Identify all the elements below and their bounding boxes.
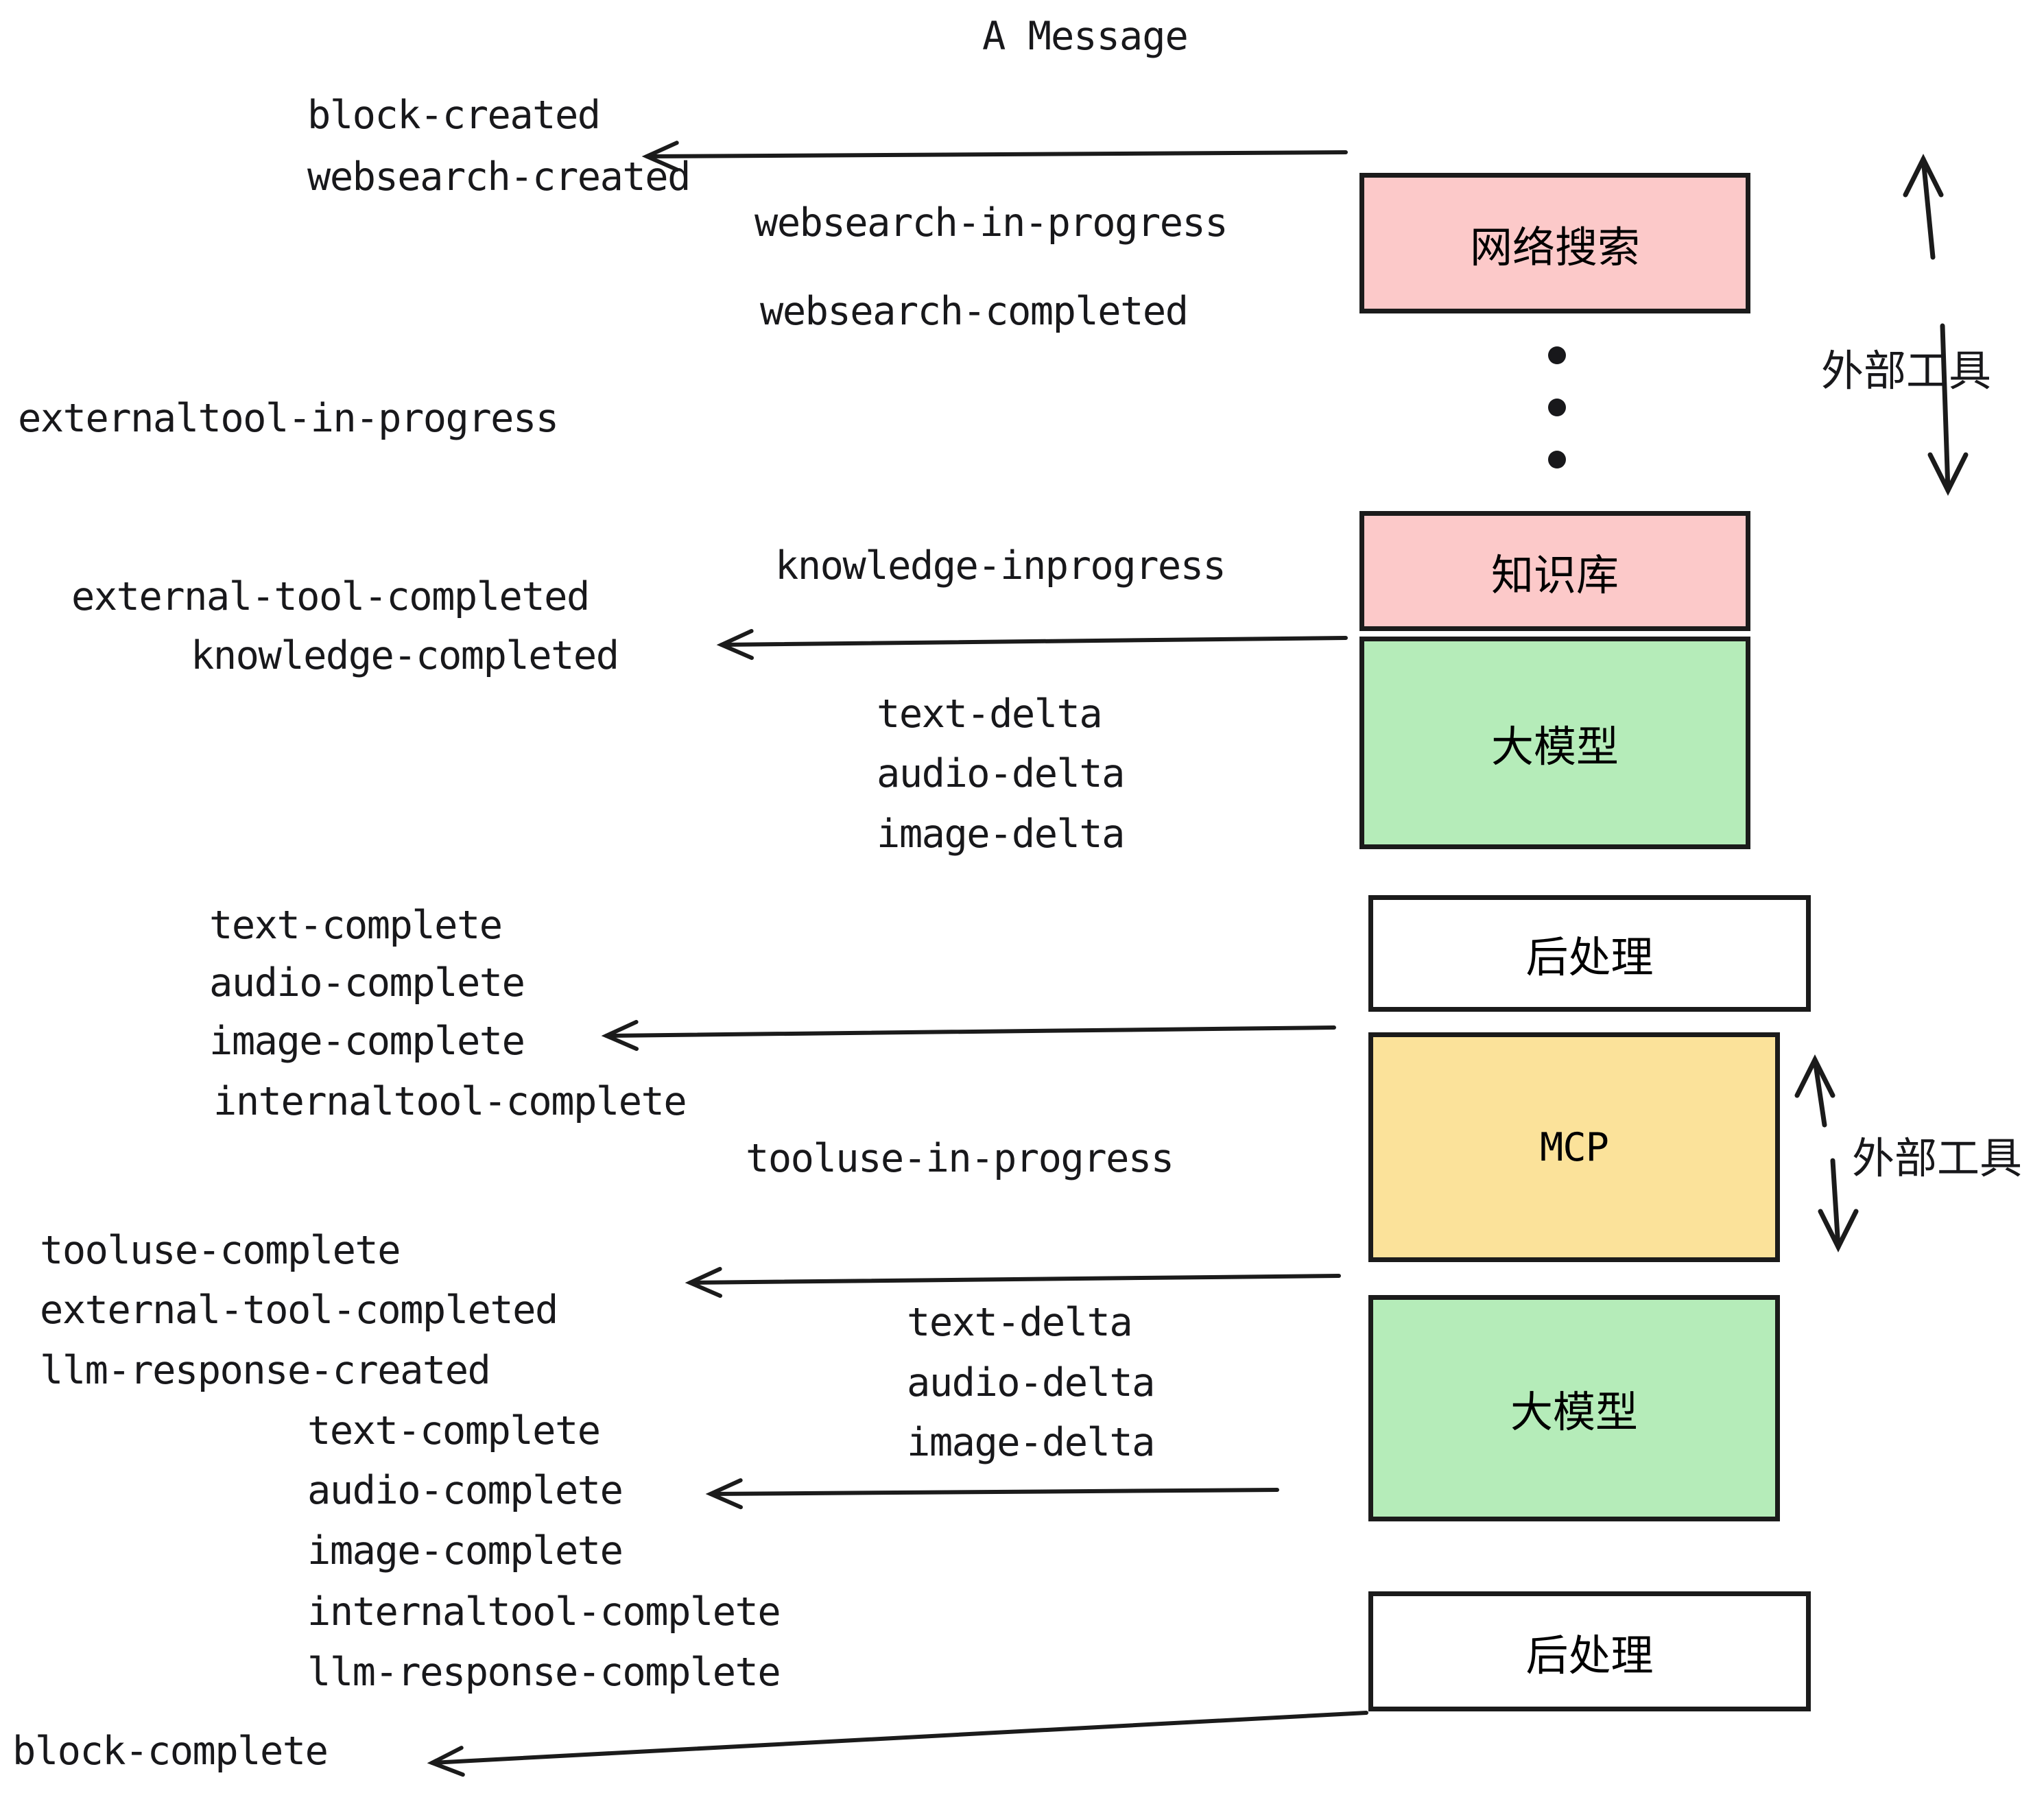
event-label-audio-complete-1: audio-complete bbox=[209, 960, 525, 1006]
node-label-llm-1: 大模型 bbox=[1490, 722, 1619, 772]
event-label-text-delta-2: text-delta bbox=[907, 1300, 1133, 1345]
event-label-audio-delta-1: audio-delta bbox=[877, 751, 1126, 796]
event-label-block-complete: block-complete bbox=[12, 1729, 329, 1774]
vertical-arrows bbox=[1794, 154, 1969, 1253]
side-label-ext-tool-top: 外部工具 bbox=[1821, 346, 1992, 396]
arrow-tooluse bbox=[685, 1266, 1341, 1298]
arrow-block-complete bbox=[427, 1711, 1368, 1777]
event-label-websearch-completed: websearch-completed bbox=[760, 289, 1189, 334]
ext-tool-down-2 bbox=[1818, 1158, 1859, 1253]
event-label-websearch-created: websearch-created bbox=[307, 154, 691, 200]
event-label-text-complete-1: text-complete bbox=[209, 903, 503, 948]
event-label-image-complete-2: image-complete bbox=[307, 1528, 623, 1574]
node-label-knowledge: 知识库 bbox=[1490, 549, 1619, 600]
ellipsis-dots bbox=[1548, 346, 1566, 468]
event-label-llm-response-complete: llm-response-complete bbox=[307, 1650, 781, 1695]
node-box-post-2: 后处理 bbox=[1368, 1591, 1811, 1711]
node-box-websearch: 网络搜索 bbox=[1359, 173, 1750, 313]
node-label-llm-2: 大模型 bbox=[1510, 1387, 1638, 1437]
event-label-websearch-in-progress: websearch-in-progress bbox=[754, 200, 1228, 246]
ext-tool-up-1 bbox=[1903, 154, 1944, 260]
event-label-image-delta-2: image-delta bbox=[907, 1420, 1156, 1465]
node-box-llm-1: 大模型 bbox=[1359, 637, 1750, 849]
dot-1 bbox=[1548, 346, 1566, 364]
node-box-knowledge: 知识库 bbox=[1359, 511, 1750, 631]
event-label-text-complete-2: text-complete bbox=[307, 1408, 601, 1453]
event-label-llm-response-created: llm-response-created bbox=[40, 1348, 491, 1393]
event-label-audio-complete-2: audio-complete bbox=[307, 1468, 623, 1513]
node-label-websearch: 网络搜索 bbox=[1469, 222, 1640, 272]
horizontal-arrows bbox=[427, 141, 1368, 1777]
event-label-knowledge-completed: knowledge-completed bbox=[191, 633, 619, 678]
dot-2 bbox=[1548, 399, 1566, 416]
side-label-ext-tool-bottom: 外部工具 bbox=[1852, 1133, 2023, 1183]
event-label-internaltool-complete-1: internaltool-complete bbox=[213, 1079, 687, 1124]
event-label-knowledge-inprogress: knowledge-inprogress bbox=[775, 543, 1226, 589]
event-label-block-created: block-created bbox=[307, 93, 601, 138]
arrow-block-created bbox=[641, 141, 1348, 172]
node-box-mcp: MCP bbox=[1368, 1032, 1780, 1262]
node-box-post-1: 后处理 bbox=[1368, 895, 1811, 1012]
node-box-llm-2: 大模型 bbox=[1368, 1295, 1780, 1521]
event-label-image-delta-1: image-delta bbox=[877, 811, 1126, 857]
ext-tool-up-2 bbox=[1794, 1054, 1835, 1128]
event-label-external-tool-completed: external-tool-completed bbox=[71, 574, 590, 619]
node-label-post-2: 后处理 bbox=[1525, 1630, 1654, 1681]
event-label-image-complete-1: image-complete bbox=[209, 1019, 525, 1064]
node-label-post-1: 后处理 bbox=[1525, 932, 1654, 982]
dot-3 bbox=[1548, 451, 1566, 468]
arrow-knowledge bbox=[716, 628, 1348, 661]
ext-tool-down-1 bbox=[1927, 323, 1969, 496]
event-label-external-tool-completed-2: external-tool-completed bbox=[40, 1287, 558, 1333]
event-label-externaltool-in-progress: externaltool-in-progress bbox=[18, 396, 559, 441]
arrow-audio-complete bbox=[705, 1478, 1279, 1510]
event-label-tooluse-in-progress: tooluse-in-progress bbox=[746, 1136, 1174, 1181]
node-label-mcp: MCP bbox=[1540, 1124, 1609, 1170]
event-label-internaltool-complete-2: internaltool-complete bbox=[307, 1589, 781, 1635]
event-label-text-delta-1: text-delta bbox=[877, 691, 1103, 737]
page-title: A Message bbox=[982, 14, 1189, 59]
arrow-image-complete bbox=[601, 1019, 1336, 1052]
event-label-audio-delta-2: audio-delta bbox=[907, 1360, 1156, 1405]
event-label-tooluse-complete: tooluse-complete bbox=[40, 1228, 401, 1273]
